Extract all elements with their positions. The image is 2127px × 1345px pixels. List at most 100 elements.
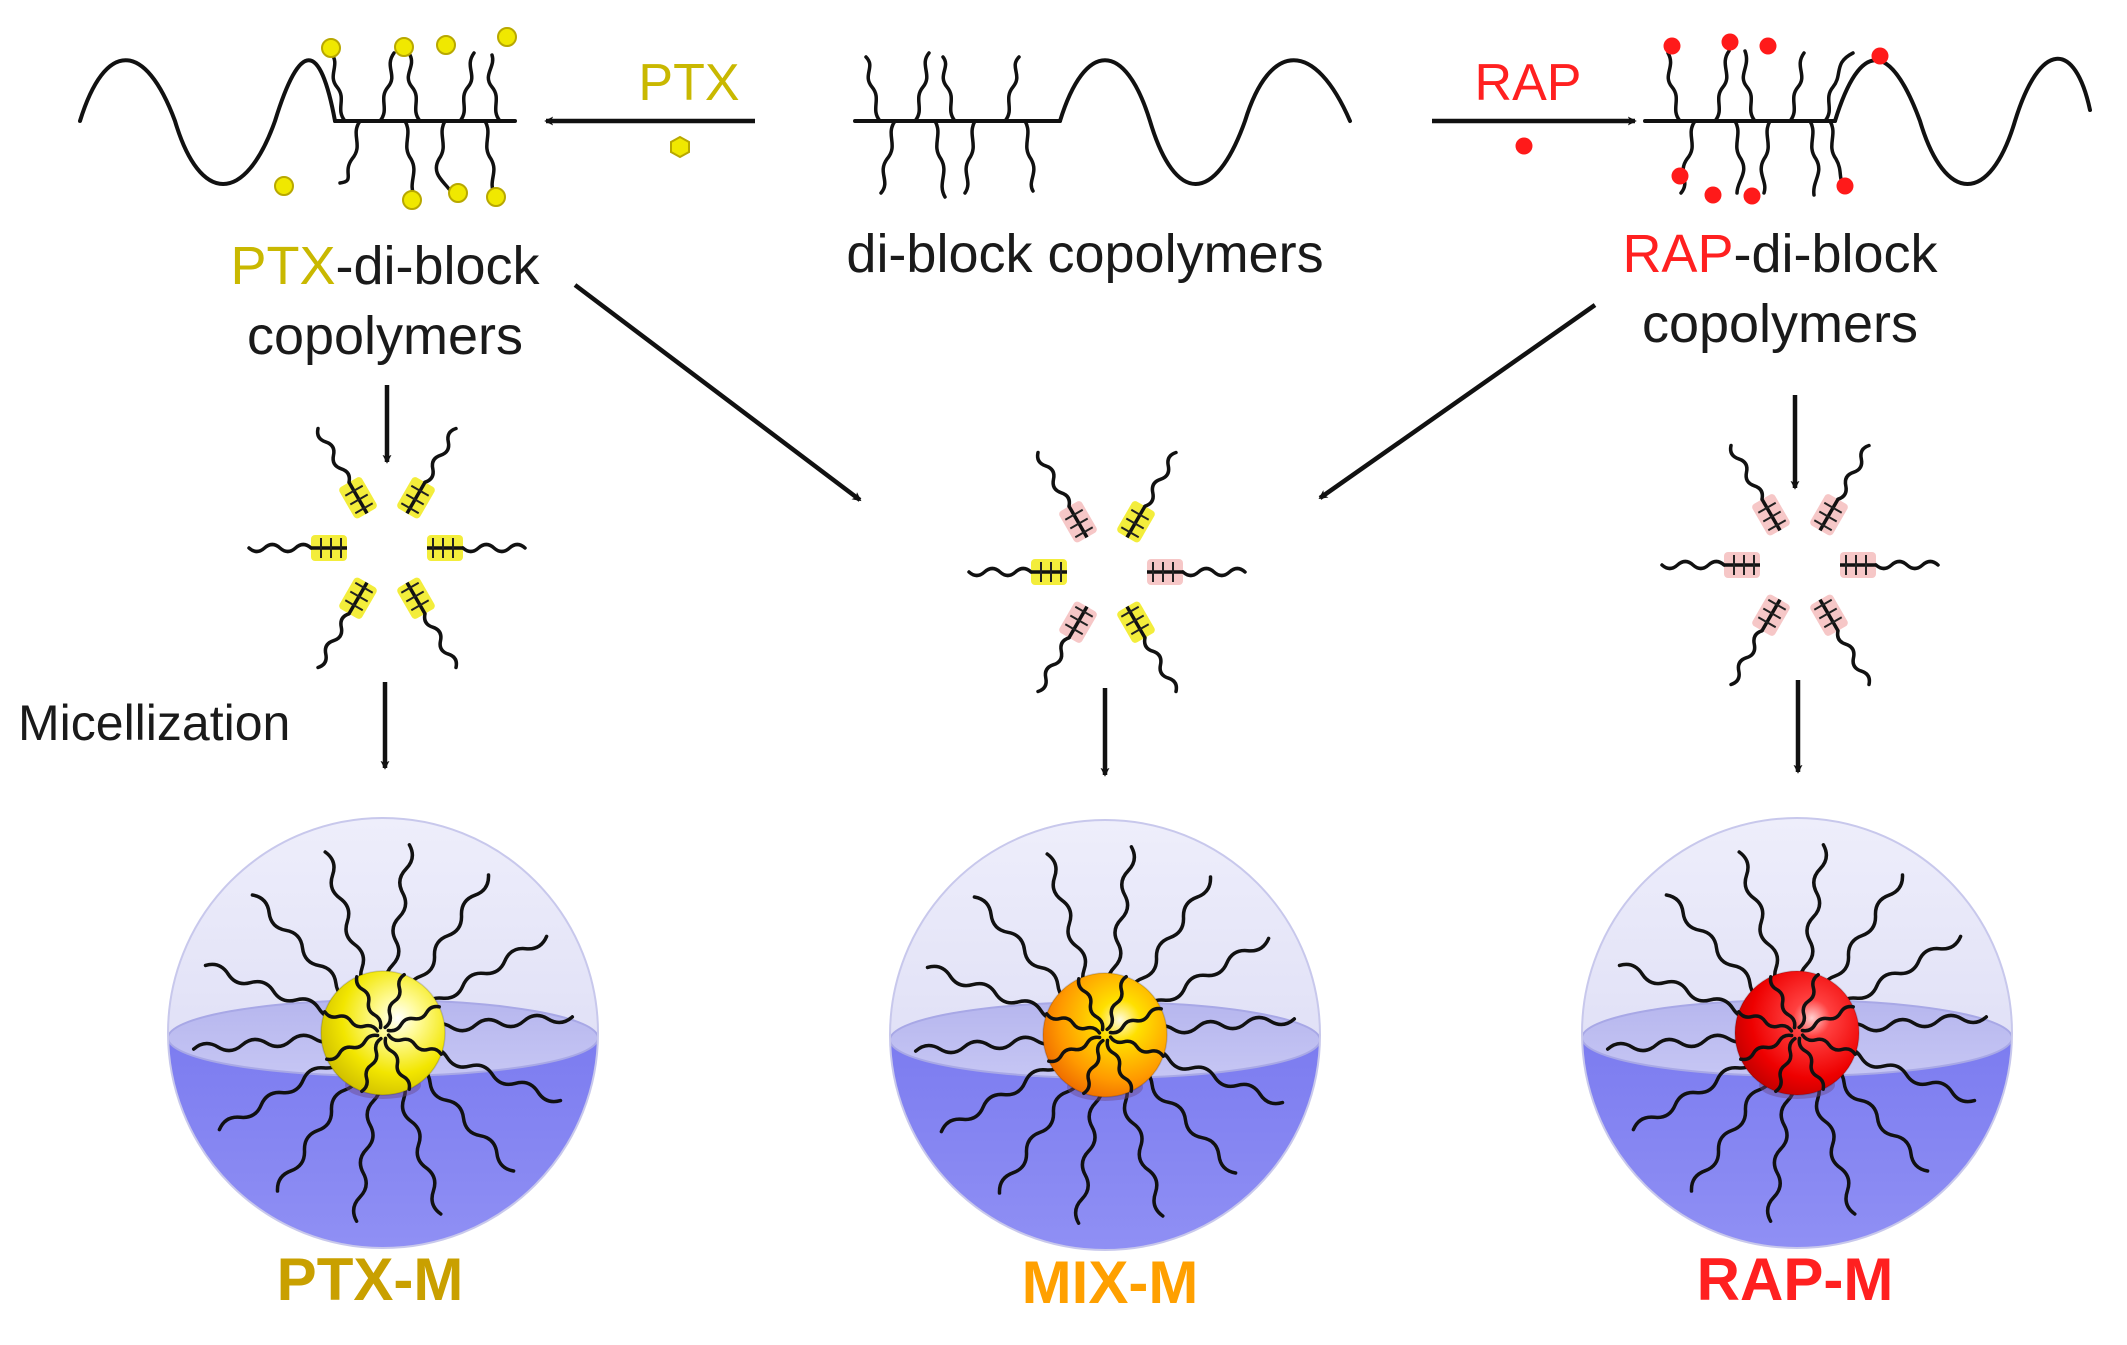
micelle-core-chain bbox=[1082, 1038, 1105, 1096]
rap-micelle bbox=[1581, 817, 2013, 1249]
assembly-tail bbox=[422, 612, 459, 670]
micelle-core-chain bbox=[1800, 1033, 1858, 1056]
assembly-tick bbox=[1813, 519, 1833, 532]
assembly-unit bbox=[397, 426, 458, 519]
micelles-group bbox=[167, 817, 2013, 1251]
assembly-unit bbox=[1117, 601, 1179, 694]
assembly-tail bbox=[1181, 566, 1247, 578]
micelle-core-chain bbox=[1076, 977, 1105, 1032]
micellization-label: Micellization bbox=[18, 695, 290, 751]
rap-diblock-label-suffix: -di-block bbox=[1733, 224, 1938, 284]
assembly-tail bbox=[1142, 636, 1179, 694]
arrow-rap-to-mix bbox=[1318, 303, 1597, 500]
rap-assembly bbox=[1660, 443, 1940, 687]
assembly-tick bbox=[1823, 616, 1843, 629]
assembly-tail bbox=[967, 566, 1033, 578]
assembly-tail bbox=[1728, 443, 1765, 501]
micelle-core-chain bbox=[1108, 1035, 1166, 1058]
micelle-core bbox=[320, 970, 446, 1096]
rap-diblock-label-line2: copolymers bbox=[1642, 294, 1918, 354]
assembly-tail bbox=[1729, 629, 1764, 687]
micelle-core-chain bbox=[386, 1033, 444, 1056]
assembly-tick bbox=[1064, 623, 1084, 636]
ptx-diblock-label-line2: copolymers bbox=[247, 306, 523, 366]
assembly-tail bbox=[247, 542, 313, 554]
assembly-tick bbox=[410, 484, 430, 497]
micelle-core-chain bbox=[1736, 1010, 1794, 1033]
assembly-tail bbox=[315, 426, 352, 484]
ptx-diblock-label-suffix: -di-block bbox=[335, 236, 540, 296]
assembly-tick bbox=[1767, 598, 1787, 611]
micelle-core-chain bbox=[1108, 1006, 1163, 1035]
assembly-tick bbox=[344, 484, 364, 497]
assembly-unit bbox=[397, 577, 459, 670]
assembly-tick bbox=[1074, 526, 1094, 539]
rap-reaction-label: RAP bbox=[1475, 54, 1582, 112]
micelle-core-chain bbox=[354, 975, 383, 1030]
assembly-tick bbox=[405, 493, 425, 506]
assembly-tick bbox=[354, 581, 374, 594]
assembly-tick bbox=[1757, 616, 1777, 629]
assembly-tick bbox=[1125, 517, 1145, 530]
ptx-micelle bbox=[167, 817, 599, 1249]
assembly-unit bbox=[1035, 450, 1097, 543]
assembly-unit bbox=[427, 535, 527, 561]
assembly-tick bbox=[1757, 501, 1777, 514]
micelle-core-chain bbox=[383, 972, 406, 1030]
assembly-unit bbox=[247, 535, 347, 561]
micelle-core-chain bbox=[1774, 1036, 1797, 1094]
ptx-diblock-label-prefix: PTX bbox=[230, 236, 335, 296]
micelle-core-chains bbox=[322, 972, 444, 1094]
diblock-copolymer-glyph bbox=[853, 51, 1352, 199]
assembly-tick bbox=[1767, 519, 1787, 532]
assembly-tick bbox=[349, 590, 369, 603]
assembly-unit bbox=[316, 577, 377, 670]
assembly-unit bbox=[1036, 601, 1097, 694]
assembly-tick bbox=[349, 493, 369, 506]
assembly-tick bbox=[1818, 510, 1838, 523]
ptx-reaction-arrow bbox=[544, 116, 755, 159]
assembly-tick bbox=[1069, 614, 1089, 627]
assembly-unit bbox=[1840, 552, 1940, 578]
micelle-core-chain bbox=[1044, 1012, 1102, 1035]
diblock-label: di-block copolymers bbox=[846, 224, 1323, 284]
assembly-tick bbox=[1813, 598, 1833, 611]
micelle-core-chain bbox=[1105, 1038, 1134, 1093]
micelle-core-chains bbox=[1736, 972, 1858, 1094]
micelle-core-chain bbox=[360, 1036, 383, 1094]
assembly-tick bbox=[1074, 605, 1094, 618]
mix-assembly bbox=[967, 450, 1247, 694]
micelle-core-chain bbox=[386, 1004, 441, 1033]
assembly-tick bbox=[1125, 614, 1145, 627]
ptx-assembly bbox=[247, 426, 527, 670]
assembly-tick bbox=[354, 502, 374, 515]
rap-reaction-arrow bbox=[1432, 116, 1637, 155]
assembly-tail bbox=[423, 426, 458, 484]
assembly-tick bbox=[1130, 508, 1150, 521]
assemblies-group bbox=[247, 426, 1940, 694]
assembly-tail bbox=[1035, 450, 1072, 508]
assembly-tick bbox=[400, 502, 420, 515]
micelle-core-chain bbox=[383, 1036, 412, 1091]
assembly-tail bbox=[1835, 629, 1872, 687]
assembly-tick bbox=[1762, 607, 1782, 620]
assembly-unit bbox=[315, 426, 377, 519]
assembly-tick bbox=[1762, 510, 1782, 523]
assembly-unit bbox=[1147, 559, 1247, 585]
ptx-diblock-label: PTX-di-block bbox=[230, 236, 540, 296]
assembly-tick bbox=[405, 590, 425, 603]
assembly-tick bbox=[1818, 607, 1838, 620]
assembly-unit bbox=[1660, 552, 1760, 578]
assembly-tick bbox=[1069, 517, 1089, 530]
assembly-unit bbox=[1117, 450, 1178, 543]
micelle-core-chain bbox=[1797, 972, 1820, 1030]
micelle-core-chain bbox=[1047, 1035, 1102, 1064]
assembly-unit bbox=[1729, 594, 1790, 687]
micelle-core-chains bbox=[1044, 974, 1166, 1096]
ptx-m-label: PTX-M bbox=[277, 1246, 464, 1313]
assembly-tick bbox=[1130, 623, 1150, 636]
assembly-tick bbox=[1064, 508, 1084, 521]
assembly-tail bbox=[1836, 443, 1871, 501]
